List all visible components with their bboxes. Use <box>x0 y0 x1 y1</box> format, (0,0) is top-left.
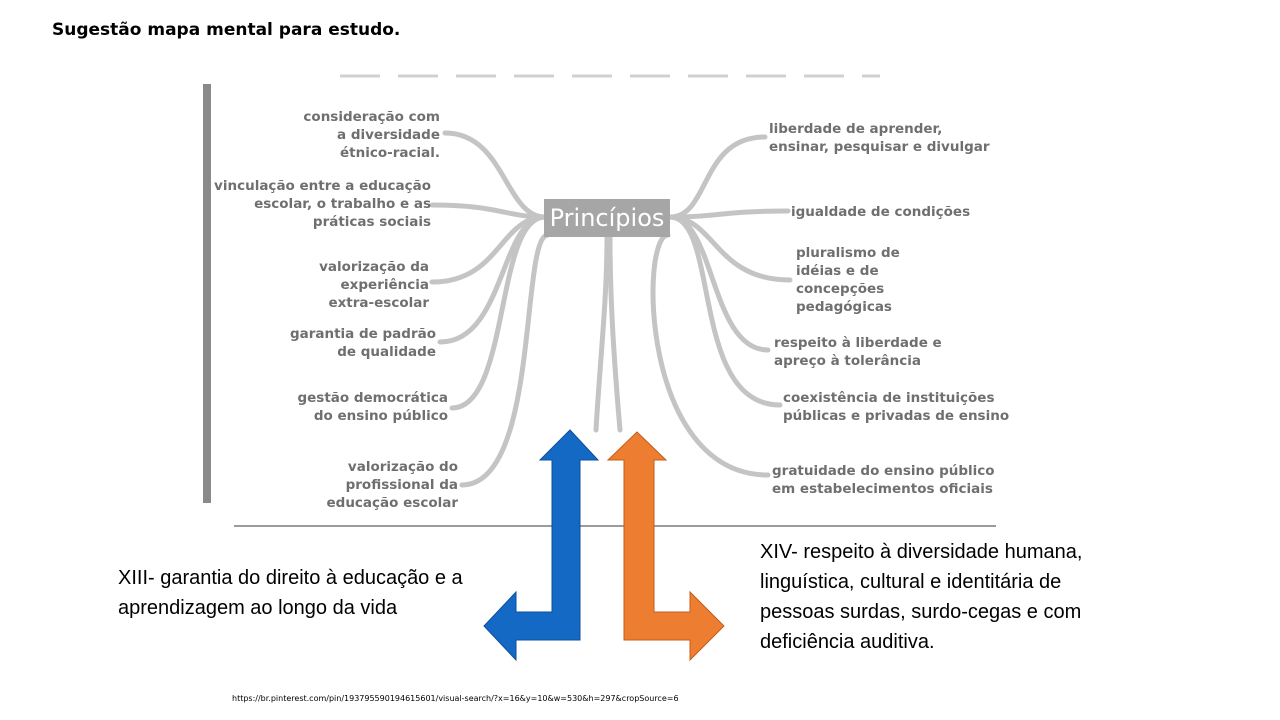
left-bar <box>203 84 211 503</box>
branch-right-6 <box>650 232 771 478</box>
left-label-2: vinculação entre a educação escolar, o t… <box>214 178 431 230</box>
branch-left-6 <box>459 232 551 488</box>
source-url: https://br.pinterest.com/pin/19379559019… <box>232 694 679 703</box>
branch-right-4 <box>667 214 771 353</box>
branch-right-5 <box>667 214 783 408</box>
orange-double-arrow <box>606 431 725 662</box>
center-node-principios: Princípios <box>544 199 670 237</box>
branch-right-2 <box>667 208 791 220</box>
right-label-2: igualdade de condições <box>791 204 971 220</box>
caption-xiv: XIV- respeito à diversidade humana, ling… <box>760 541 1083 653</box>
left-label-1: consideração com a diversidade étnico-ra… <box>303 109 440 161</box>
left-label-4: garantia de padrão de qualidade <box>289 326 436 360</box>
caption-xiii: XIII- garantia do direito à educação e a… <box>118 567 463 619</box>
right-label-1: liberdade de aprender, ensinar, pesquisa… <box>769 121 990 155</box>
branch-left-5 <box>449 214 548 411</box>
right-label-6: gratuidade do ensino público em estabele… <box>772 463 995 497</box>
left-label-5: gestão democrática do ensino público <box>297 390 448 424</box>
right-label-3: pluralismo de idéias e de concepções ped… <box>796 245 900 315</box>
blue-double-arrow <box>483 429 600 662</box>
branch-center-down-2 <box>607 234 623 433</box>
branch-right-1 <box>667 134 768 220</box>
branch-center-down <box>593 234 610 433</box>
left-label-6: valorização do profissional da educação … <box>326 459 459 511</box>
right-label-5: coexistência de instituições públicas e … <box>783 390 1010 424</box>
branch-left-1 <box>442 130 548 220</box>
right-label-4: respeito à liberdade e apreço à tolerânc… <box>774 335 942 369</box>
slide-title: Sugestão mapa mental para estudo. <box>52 20 401 40</box>
left-label-3: valorização da experiência extra-escolar <box>319 259 429 311</box>
